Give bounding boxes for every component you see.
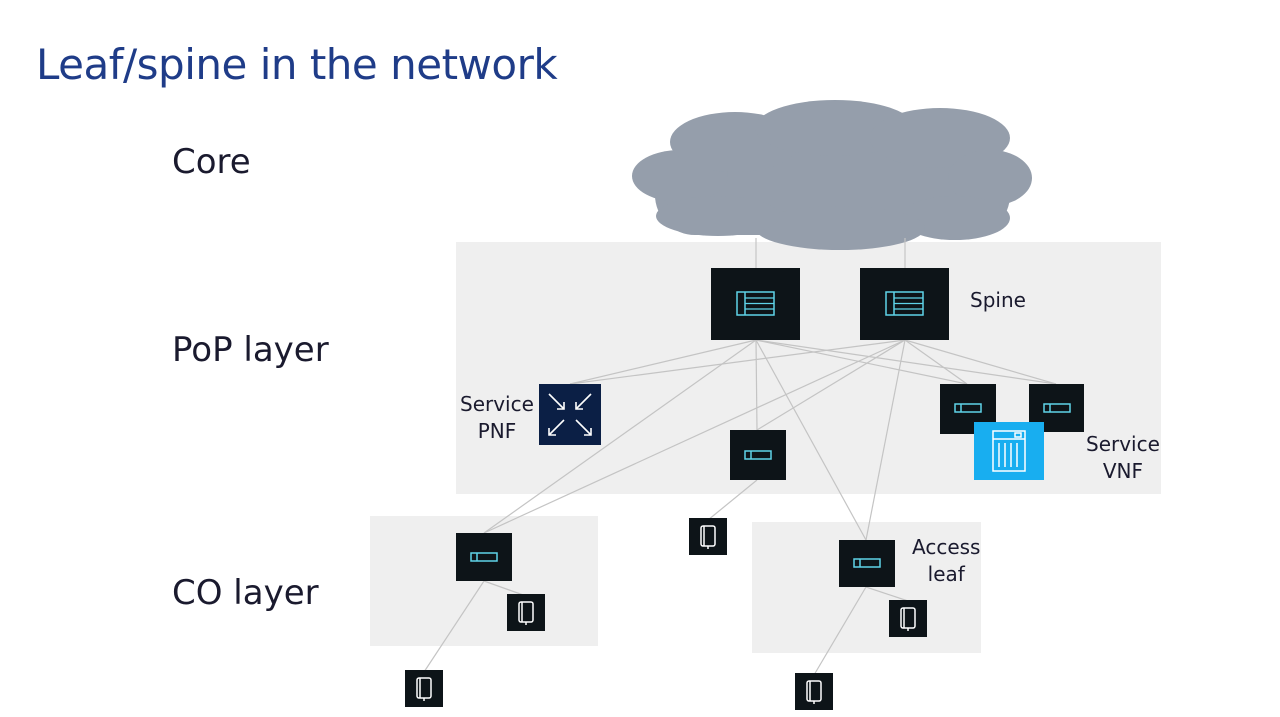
leaf-switch-icon — [470, 552, 498, 562]
service-pnf-device[interactable] — [539, 384, 601, 445]
pop-layer-label: PoP layer — [172, 330, 329, 370]
service-vnf-label: Service VNF — [1086, 432, 1160, 483]
service-leaf-switch-1[interactable] — [940, 384, 996, 434]
server-pop[interactable] — [689, 518, 727, 555]
leaf-switch-icon — [954, 403, 982, 413]
leaf-switch-icon — [744, 450, 772, 460]
service-vnf-device[interactable] — [974, 422, 1044, 480]
co-layer-label: CO layer — [172, 573, 319, 613]
server-icon — [518, 601, 534, 625]
leaf-switch-icon — [1043, 403, 1071, 413]
service-pnf-label: Service PNF — [460, 392, 534, 443]
spine-label: Spine — [970, 288, 1026, 312]
server-icon — [900, 607, 916, 631]
server-icon — [806, 680, 822, 704]
access-leaf-switch[interactable] — [839, 540, 895, 587]
pop-leaf-switch[interactable] — [730, 430, 786, 480]
server-icon — [700, 525, 716, 549]
server-co-right-1[interactable] — [889, 600, 927, 637]
server-co-left-2[interactable] — [405, 670, 443, 707]
service-pnf-icon — [548, 393, 592, 436]
core-layer-label: Core — [172, 142, 251, 182]
slide-title: Leaf/spine in the network — [36, 40, 558, 89]
spine-switch-2[interactable] — [860, 268, 949, 340]
service-vnf-icon — [992, 430, 1026, 472]
server-co-left-1[interactable] — [507, 594, 545, 631]
server-icon — [416, 677, 432, 701]
server-co-right-2[interactable] — [795, 673, 833, 710]
spine-switch-icon — [885, 291, 924, 316]
cloud-icon — [632, 100, 1032, 250]
spine-switch-icon — [736, 291, 775, 316]
co-leaf-switch-left[interactable] — [456, 533, 512, 581]
leaf-switch-icon — [853, 558, 881, 568]
access-leaf-label: Access leaf — [912, 535, 981, 586]
spine-switch-1[interactable] — [711, 268, 800, 340]
